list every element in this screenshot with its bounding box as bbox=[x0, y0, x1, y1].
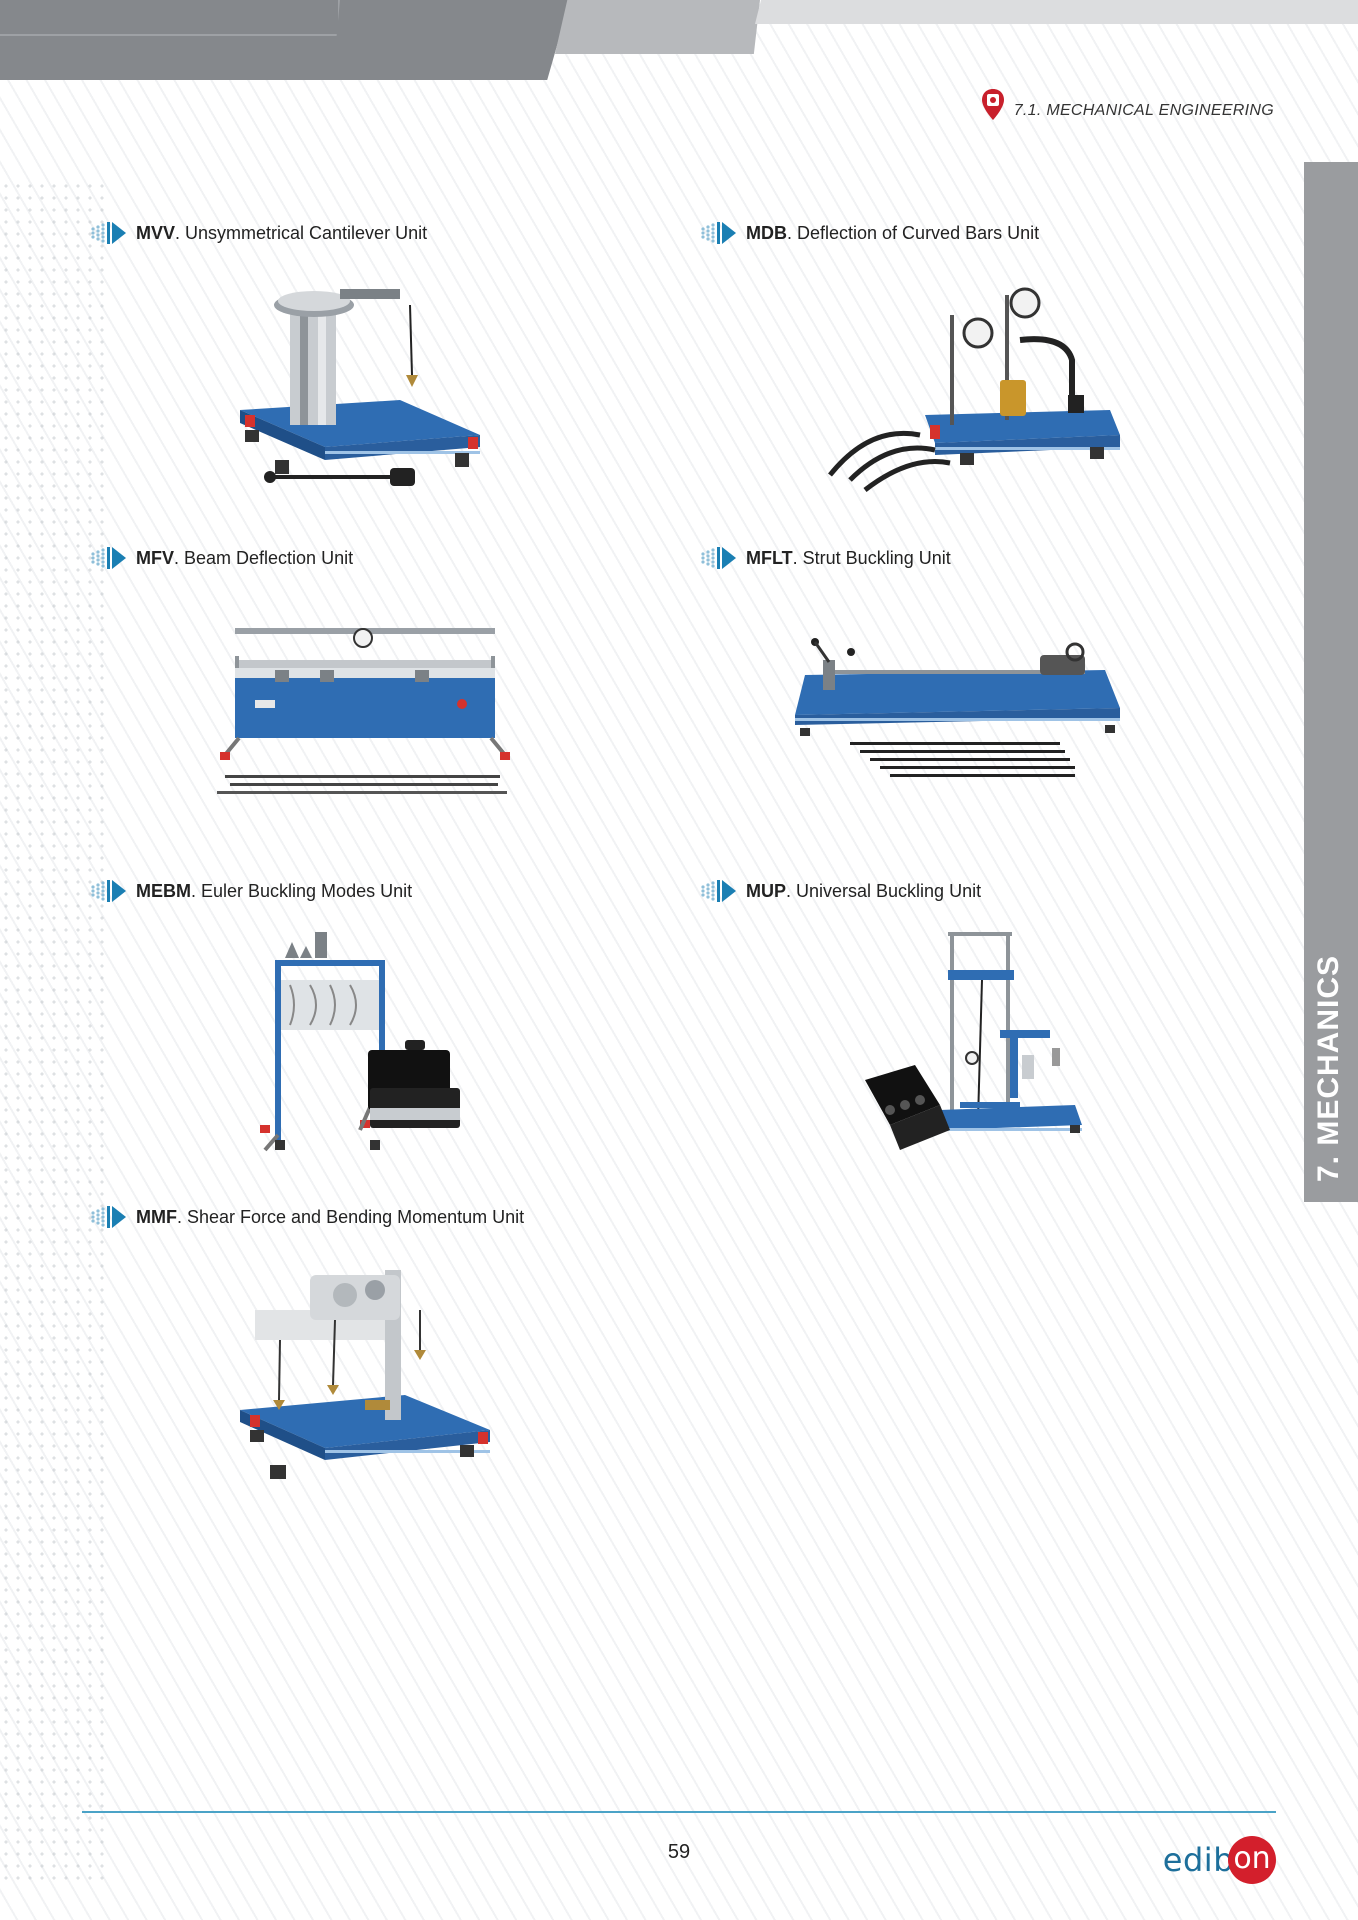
logo-circle-text: on bbox=[1233, 1840, 1271, 1876]
strut-buckling-unit-image bbox=[795, 638, 1120, 777]
product-title: MEBM. Euler Buckling Modes Unit bbox=[90, 878, 412, 904]
product-mvv: MVV. Unsymmetrical Cantilever Unit bbox=[90, 220, 427, 246]
page-number: 59 bbox=[667, 1841, 691, 1863]
logo-circle: on bbox=[1228, 1836, 1276, 1884]
beam-deflection-unit-image bbox=[217, 628, 510, 794]
product-title: MMF. Shear Force and Bending Momentum Un… bbox=[90, 1204, 524, 1230]
product-code: MEBM bbox=[136, 880, 191, 901]
arrow-bullet-icon bbox=[700, 545, 738, 571]
shear-force-unit-image bbox=[240, 1270, 490, 1479]
footer-divider bbox=[82, 1811, 1276, 1813]
arrow-bullet-icon bbox=[90, 220, 128, 246]
product-mebm: MEBM. Euler Buckling Modes Unit bbox=[90, 878, 412, 904]
side-tab-label: 7. MECHANICS bbox=[1312, 954, 1345, 1182]
header-band-light bbox=[755, 0, 1358, 24]
cantilever-unit-image bbox=[240, 289, 480, 486]
curved-bars-unit-image bbox=[828, 287, 1120, 492]
header-band-mid bbox=[555, 0, 760, 54]
background-dots bbox=[0, 180, 110, 1880]
arrow-bullet-icon bbox=[90, 1204, 128, 1230]
product-mmf: MMF. Shear Force and Bending Momentum Un… bbox=[90, 1204, 524, 1230]
product-code: MVV bbox=[136, 222, 176, 243]
product-mdb: MDB. Deflection of Curved Bars Unit bbox=[700, 220, 1039, 246]
arrow-bullet-icon bbox=[90, 545, 128, 571]
location-pin-icon bbox=[981, 89, 1004, 120]
arrow-bullet-icon bbox=[700, 878, 738, 904]
logo-text: edib bbox=[1162, 1841, 1234, 1879]
product-name: . Euler Buckling Modes Unit bbox=[191, 880, 413, 901]
product-name: . Unsymmetrical Cantilever Unit bbox=[175, 222, 428, 243]
product-title: MFV. Beam Deflection Unit bbox=[90, 545, 353, 571]
product-mup: MUP. Universal Buckling Unit bbox=[700, 878, 981, 904]
product-code: MUP bbox=[746, 880, 786, 901]
product-name: . Strut Buckling Unit bbox=[792, 547, 951, 568]
product-title: MFLT. Strut Buckling Unit bbox=[700, 545, 951, 571]
header-band-line bbox=[0, 0, 340, 36]
product-name: . Deflection of Curved Bars Unit bbox=[787, 222, 1040, 243]
product-code: MFV bbox=[136, 547, 174, 568]
arrow-bullet-icon bbox=[700, 220, 738, 246]
section-label: 7.1. MECHANICAL ENGINEERING bbox=[1013, 102, 1274, 119]
product-code: MFLT bbox=[746, 547, 793, 568]
side-tab: 7. MECHANICS bbox=[1304, 162, 1358, 1202]
product-name: . Universal Buckling Unit bbox=[786, 880, 982, 901]
product-code: MMF bbox=[136, 1206, 177, 1227]
product-title: MUP. Universal Buckling Unit bbox=[700, 878, 981, 904]
edibon-logo: edib on bbox=[1163, 1836, 1276, 1884]
product-name: . Shear Force and Bending Momentum Unit bbox=[176, 1206, 525, 1227]
product-name: . Beam Deflection Unit bbox=[174, 547, 354, 568]
header-band-dark bbox=[0, 0, 570, 80]
arrow-bullet-icon bbox=[90, 878, 128, 904]
section-heading: 7.1. MECHANICAL ENGINEERING bbox=[980, 88, 1274, 122]
product-mfv: MFV. Beam Deflection Unit bbox=[90, 545, 353, 571]
product-code: MDB bbox=[746, 222, 787, 243]
product-title: MDB. Deflection of Curved Bars Unit bbox=[700, 220, 1039, 246]
euler-buckling-unit-image bbox=[260, 932, 460, 1152]
product-title: MVV. Unsymmetrical Cantilever Unit bbox=[90, 220, 427, 246]
product-mflt: MFLT. Strut Buckling Unit bbox=[700, 545, 951, 571]
universal-buckling-unit-image bbox=[865, 932, 1082, 1150]
